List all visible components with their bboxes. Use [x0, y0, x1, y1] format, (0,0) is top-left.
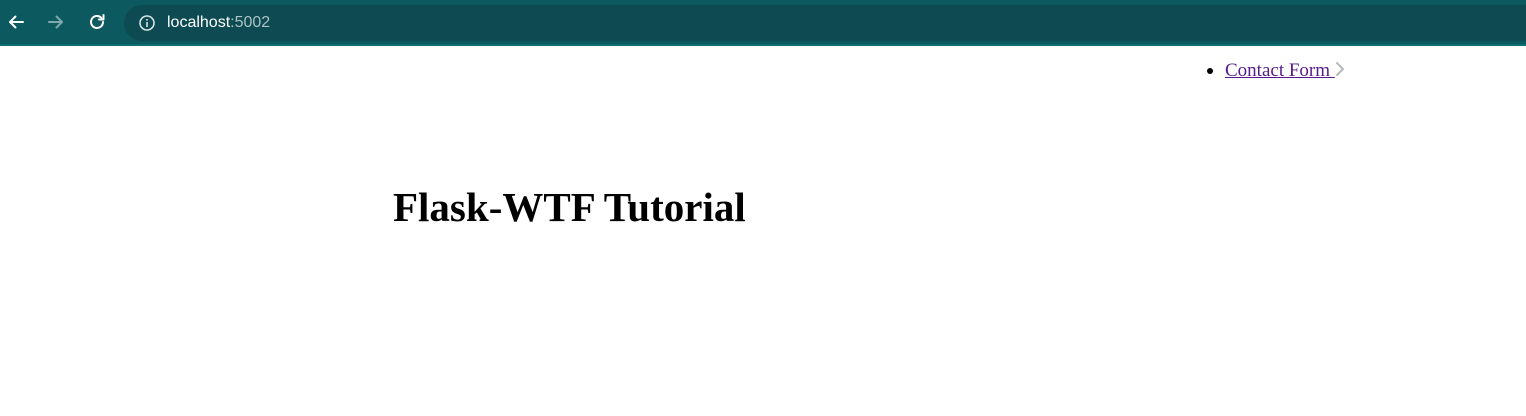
- browser-toolbar: localhost:5002: [0, 0, 1526, 46]
- info-circle-icon[interactable]: [138, 14, 156, 32]
- url-text[interactable]: localhost:5002: [167, 13, 270, 33]
- reload-icon: [90, 14, 105, 29]
- chevron-right-icon: [1335, 62, 1344, 76]
- url-host: localhost: [167, 14, 231, 31]
- arrow-right-icon: [48, 15, 63, 29]
- page-title: Flask-WTF Tutorial: [393, 184, 746, 230]
- nav-list: Contact Form: [1205, 58, 1345, 84]
- contact-form-link[interactable]: Contact Form: [1225, 60, 1335, 81]
- nav-item-contact-form: Contact Form: [1205, 58, 1345, 84]
- address-bar[interactable]: localhost:5002: [124, 5, 1526, 41]
- forward-button[interactable]: [43, 9, 69, 35]
- back-button[interactable]: [3, 9, 29, 35]
- arrow-left-icon: [9, 15, 24, 29]
- reload-button[interactable]: [84, 9, 110, 35]
- url-port: :5002: [230, 14, 271, 31]
